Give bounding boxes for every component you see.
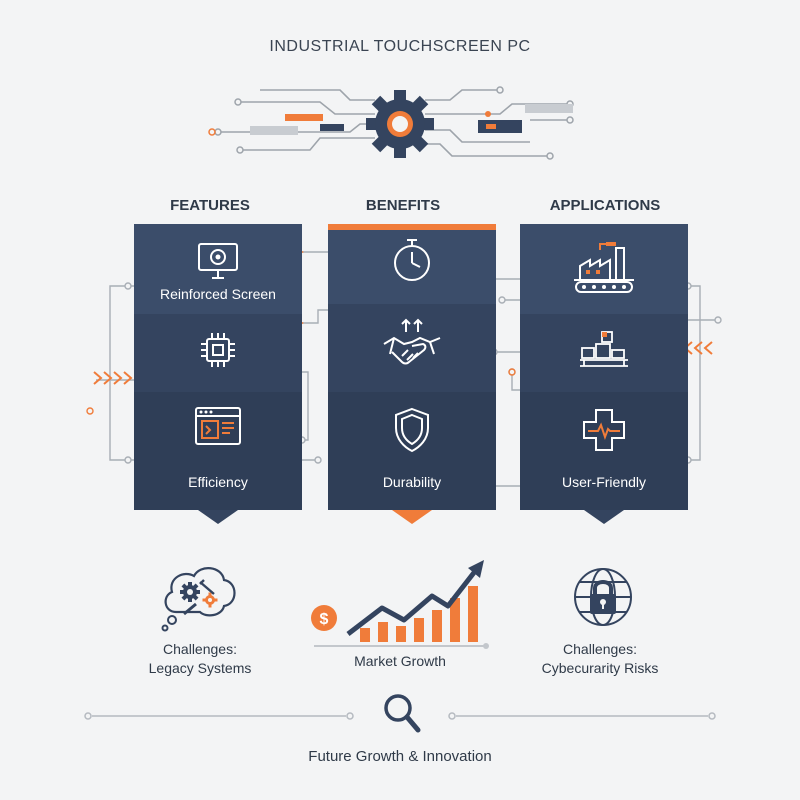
benefits-accent-bar: [328, 224, 496, 230]
warehouse-boxes-icon: [580, 331, 628, 367]
features-panel: Reinforced Screen Efficiency: [134, 224, 302, 524]
stopwatch-icon: [394, 239, 430, 281]
applications-heading: APPLICATIONS: [549, 197, 661, 214]
challenge-cyber-caption: Challenges: Cybecurarity Risks: [541, 641, 659, 676]
magnifier-icon: [384, 694, 421, 733]
application-item-user-friendly: User-Friendly: [520, 392, 688, 510]
monitor-icon: [198, 243, 238, 279]
footer-divider: [84, 712, 716, 720]
applications-panel: User-Friendly: [520, 224, 688, 524]
circuit-gear-icon: [208, 86, 574, 160]
benefits-heading: BENEFITS: [365, 197, 441, 214]
challenge-legacy-caption: Challenges: Legacy Systems: [148, 641, 252, 676]
footer-label: Future Growth & Innovation: [308, 748, 492, 765]
chip-icon: [201, 333, 235, 367]
handshake-icon: [383, 318, 441, 365]
application-item-factory: [520, 224, 688, 314]
factory-icon: [574, 242, 634, 293]
benefit-item-durability: Durability: [328, 392, 496, 510]
shield-icon: [395, 407, 429, 453]
globe-lock-icon: [574, 568, 632, 626]
dollar-sign: $: [320, 611, 329, 628]
benefit-item-stopwatch: [328, 224, 496, 304]
market-growth-caption: Market Growth: [354, 653, 446, 669]
medical-cross-icon: [583, 409, 625, 451]
page-title: INDUSTRIAL TOUCHSCREEN PC: [269, 38, 531, 55]
feature-item-reinforced-screen: Reinforced Screen: [134, 224, 302, 314]
benefits-panel: Durability: [328, 224, 496, 524]
features-heading: FEATURES: [170, 197, 250, 214]
growth-chart-icon: $: [311, 560, 489, 649]
code-window-icon: [195, 407, 241, 445]
gears-thought-icon: [161, 567, 236, 632]
benefit-item-handshake: [328, 304, 496, 392]
application-item-warehouse: [520, 314, 688, 392]
feature-item-chip: [134, 314, 302, 392]
feature-item-efficiency: Efficiency: [134, 392, 302, 510]
